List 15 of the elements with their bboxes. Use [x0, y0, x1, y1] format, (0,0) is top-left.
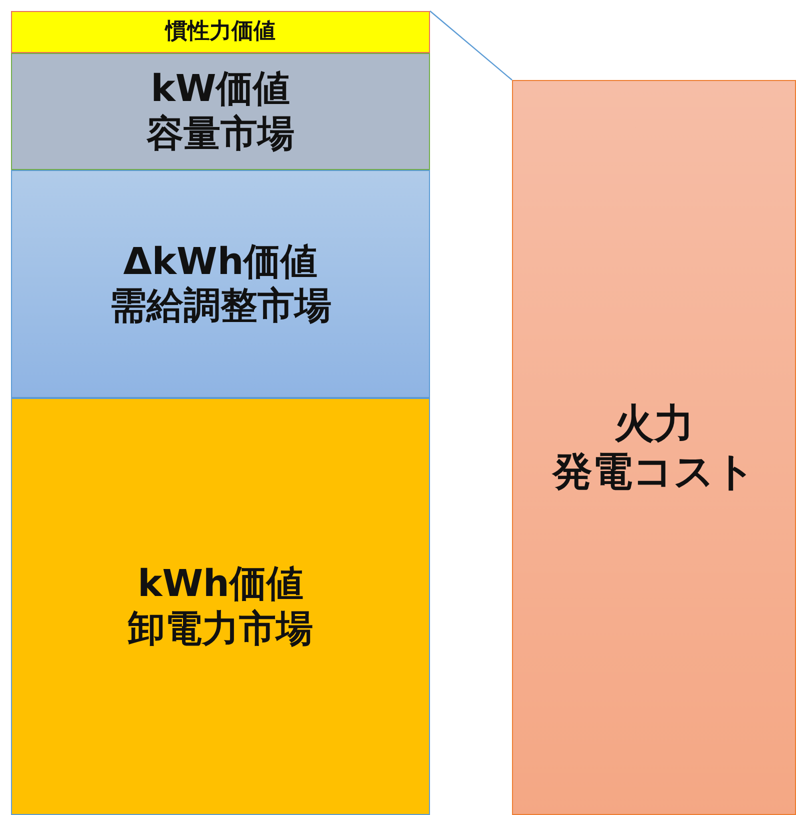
connector-line: [430, 10, 512, 80]
block-label: 発電コスト: [552, 448, 756, 496]
block-label: kW価値: [150, 67, 290, 112]
block-label: 火力: [614, 400, 694, 448]
block-label: 容量市場: [146, 112, 294, 156]
block-label: kWh価値: [138, 562, 304, 606]
market-block: [11, 398, 430, 815]
block-label: 卸電力市場: [128, 606, 313, 651]
block-label: ΔkWh価値: [123, 240, 318, 284]
block-label: 慣性力価値: [166, 18, 276, 46]
block-label: 需給調整市場: [110, 284, 332, 328]
market-block: [11, 11, 430, 53]
market-block: [11, 170, 430, 398]
market-block: [512, 80, 796, 815]
market-block: [11, 53, 430, 170]
